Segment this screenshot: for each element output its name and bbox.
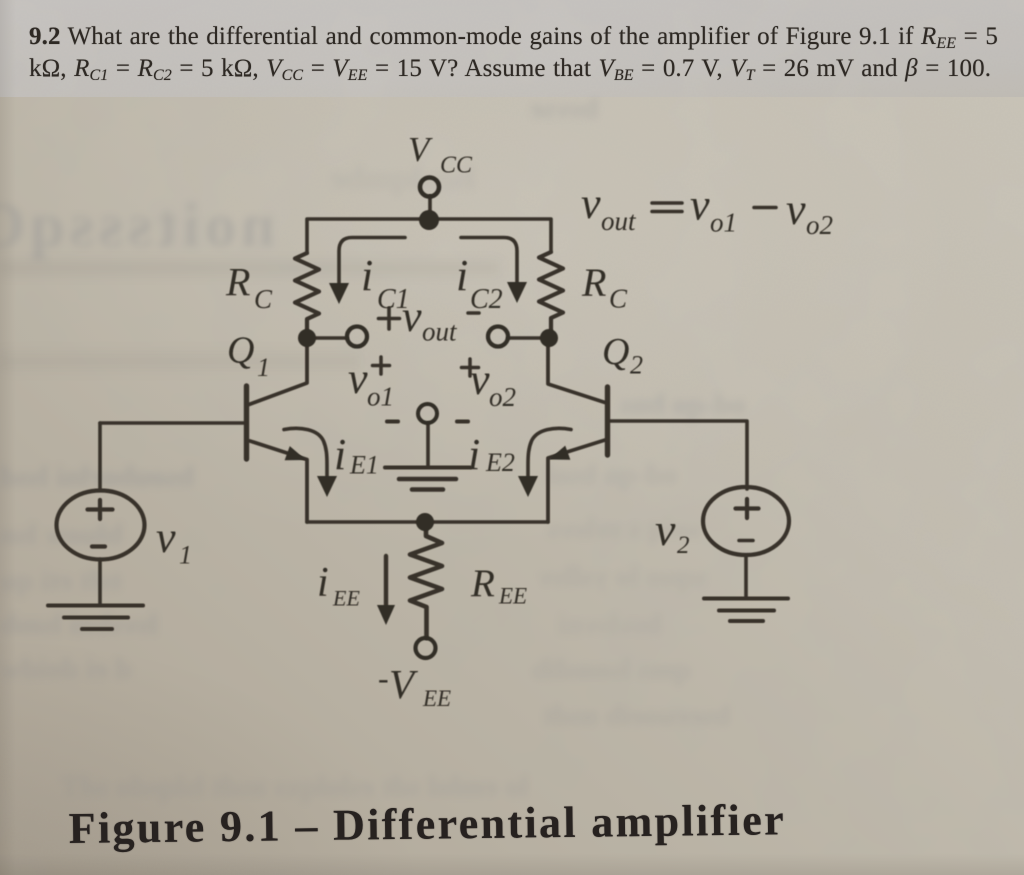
svg-text:v: v <box>402 292 422 341</box>
svg-text:V: V <box>408 130 433 169</box>
svg-text:o2: o2 <box>489 382 516 412</box>
svg-text:v: v <box>348 354 368 403</box>
svg-text:2: 2 <box>677 532 690 559</box>
svg-text:i: i <box>468 430 480 479</box>
svg-text:i: i <box>334 430 346 479</box>
svg-text:-: - <box>378 660 389 696</box>
svg-text:E2: E2 <box>485 448 515 477</box>
svg-text:V: V <box>389 661 418 707</box>
svg-text:out: out <box>601 206 637 236</box>
svg-text:v: v <box>581 179 601 228</box>
svg-text:R: R <box>470 562 495 605</box>
svg-text:o1: o1 <box>367 382 394 412</box>
svg-text:C: C <box>609 284 628 314</box>
svg-text:v: v <box>786 185 806 234</box>
svg-text:C: C <box>254 284 273 314</box>
svg-text:v: v <box>156 513 176 562</box>
svg-text:o2: o2 <box>806 210 833 240</box>
svg-text:v: v <box>470 355 490 404</box>
svg-text:2: 2 <box>630 351 643 380</box>
svg-text:out: out <box>422 317 458 347</box>
svg-text:R: R <box>225 260 250 305</box>
svg-text:EE: EE <box>498 584 527 609</box>
svg-text:CC: CC <box>440 153 473 179</box>
svg-text:v: v <box>690 181 710 230</box>
svg-text:v: v <box>655 504 676 555</box>
svg-text:1: 1 <box>179 541 192 570</box>
svg-text:i: i <box>317 560 329 606</box>
svg-text:EE: EE <box>332 586 360 611</box>
svg-text:EE: EE <box>422 686 451 711</box>
svg-text:R: R <box>581 260 606 305</box>
svg-text:E1: E1 <box>349 451 379 480</box>
svg-text:C2: C2 <box>470 284 503 315</box>
svg-text:Q: Q <box>602 331 629 373</box>
svg-text:o1: o1 <box>710 208 737 238</box>
svg-text:1: 1 <box>257 353 270 382</box>
svg-text:i: i <box>361 251 373 300</box>
svg-text:i: i <box>456 251 468 300</box>
svg-text:C1: C1 <box>377 284 410 315</box>
svg-text:Q: Q <box>227 330 254 372</box>
